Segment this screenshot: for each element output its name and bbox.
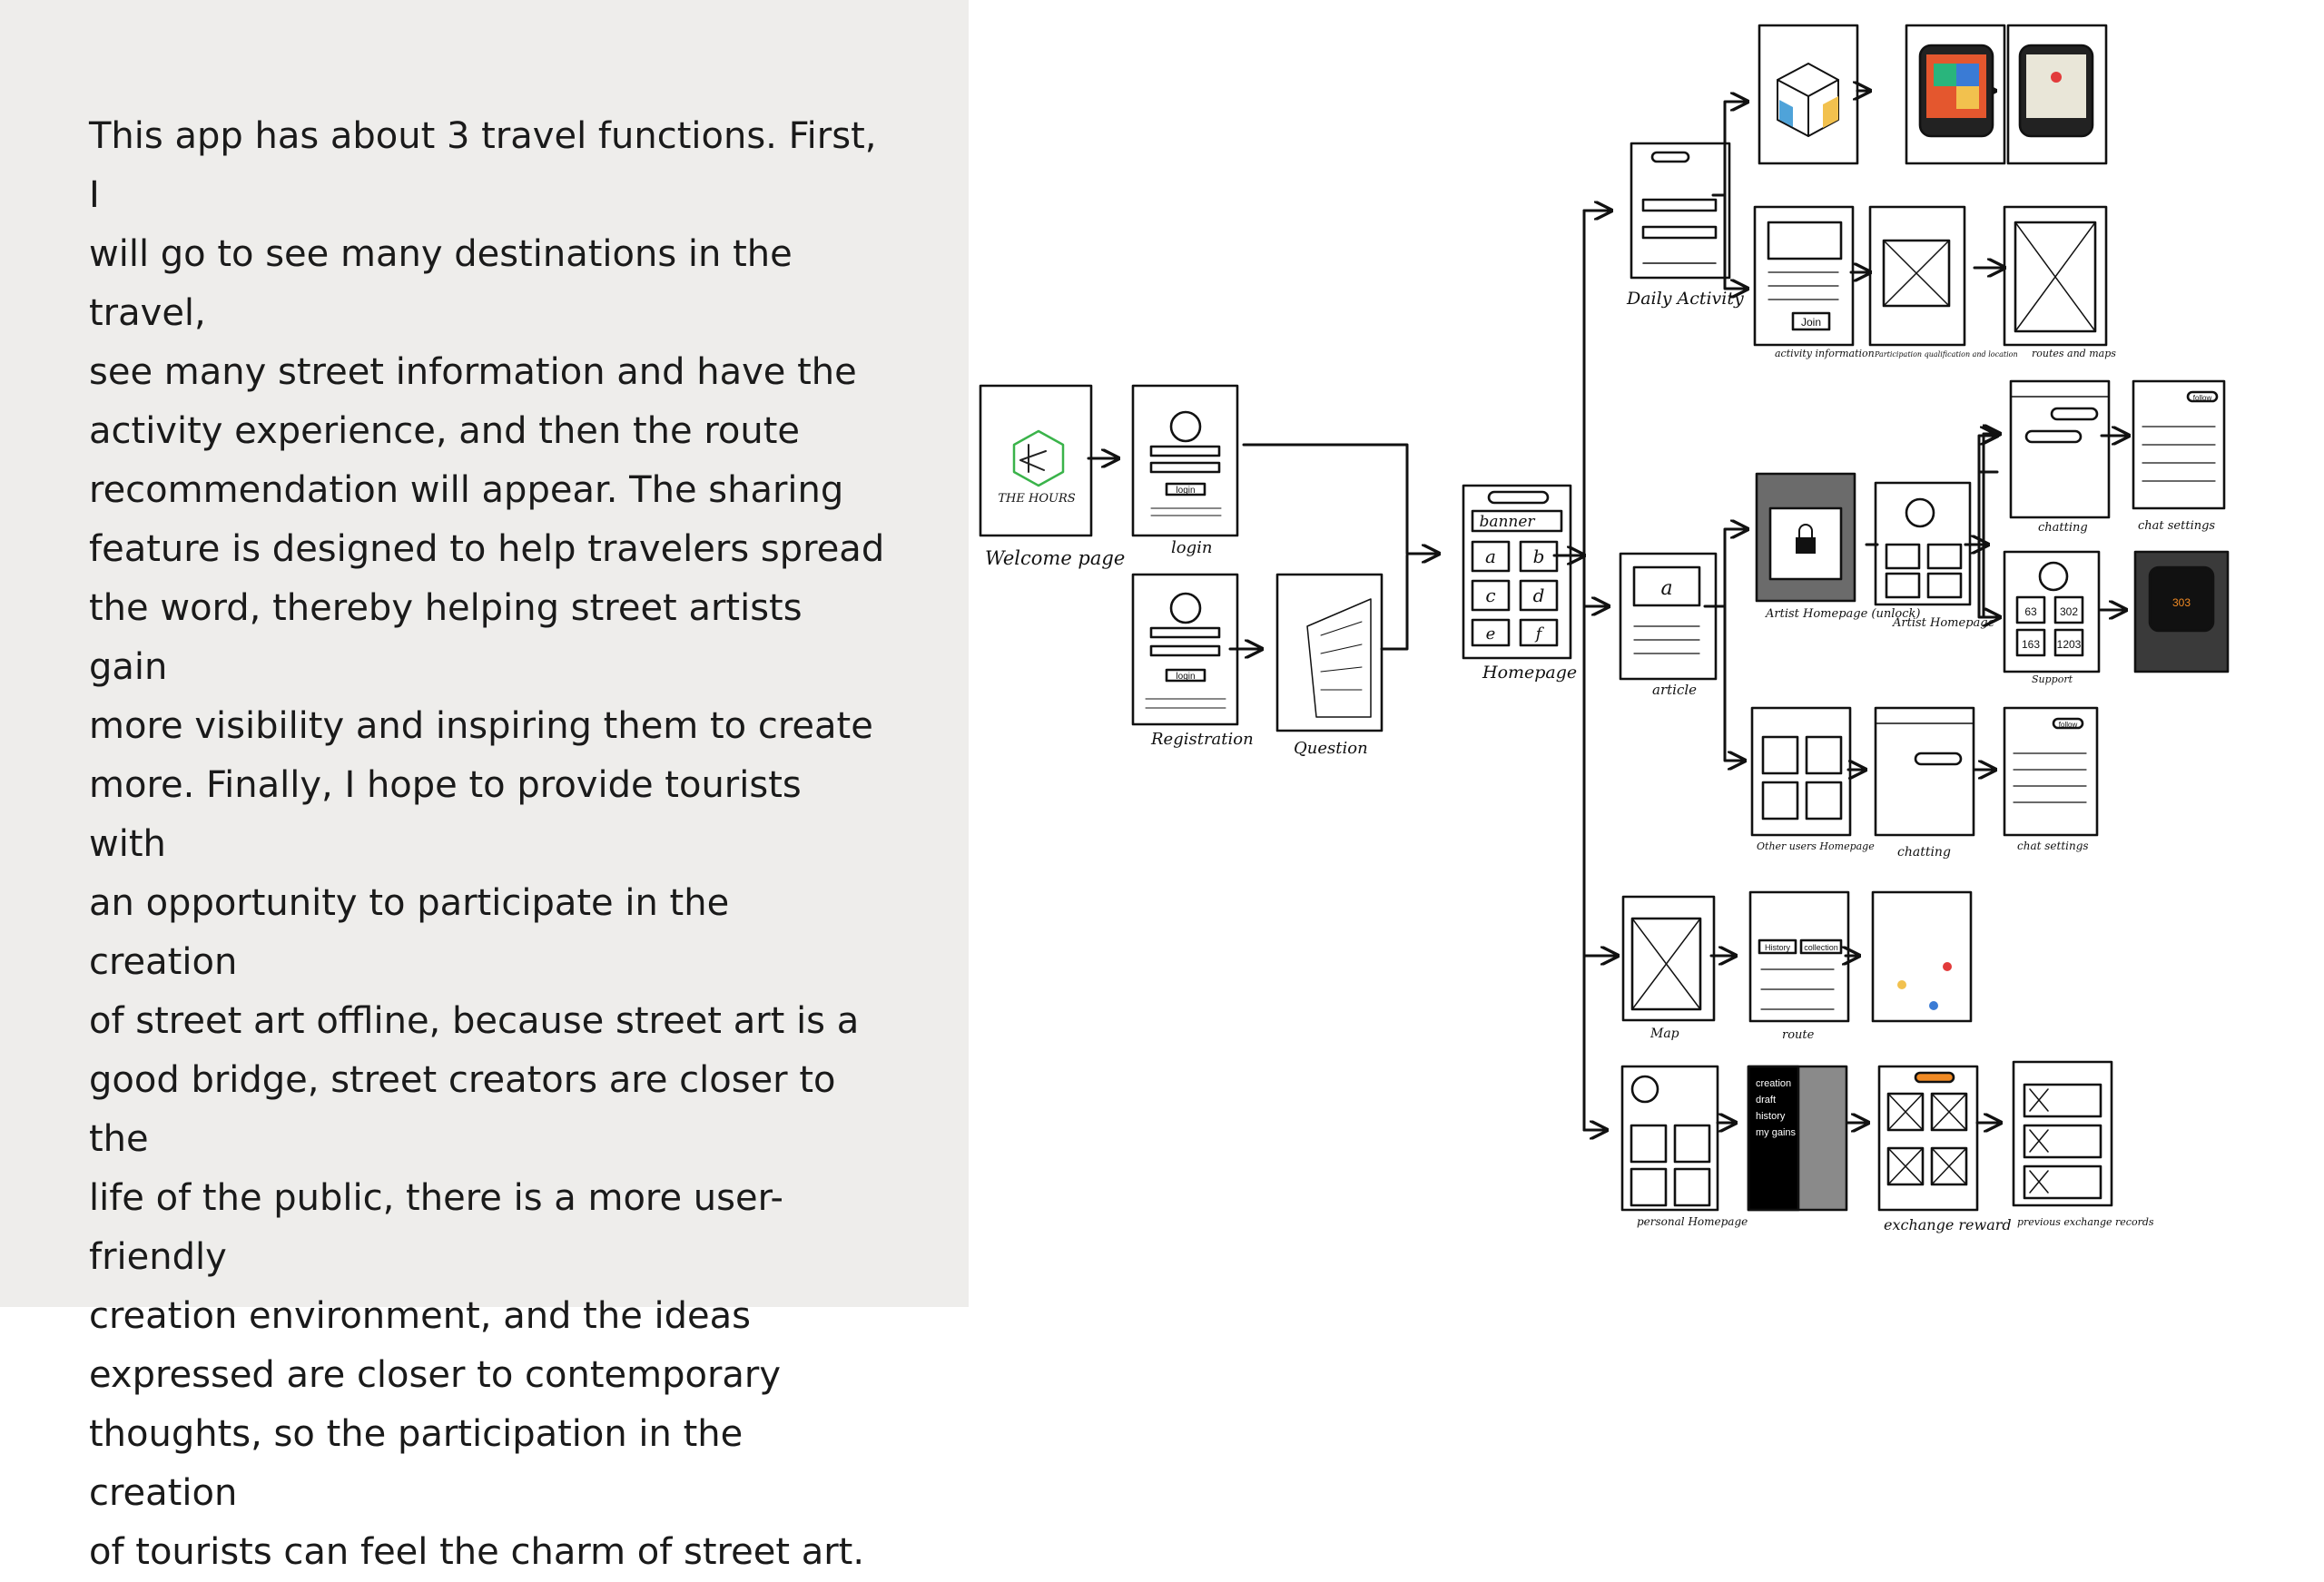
flow-connectors — [1087, 91, 2129, 1130]
screen-login: login login — [1131, 384, 1239, 557]
screen-support-dark: 303 — [2133, 550, 2230, 673]
screen-activity-cube — [1758, 24, 1859, 165]
route-tab-collection: collection — [1804, 943, 1838, 952]
join-button-label: Join — [1801, 316, 1821, 329]
tile-c: c — [1485, 585, 1495, 606]
support-value-1: 63 — [2024, 605, 2037, 618]
intro-paragraph: This app has about 3 travel functions. F… — [89, 115, 885, 1573]
route-label: route — [1782, 1028, 1815, 1042]
homepage-label: Homepage — [1482, 663, 1577, 683]
drawer-item-draft: draft — [1756, 1095, 1776, 1105]
support-value-2: 302 — [2060, 605, 2078, 618]
screen-artist-homepage: Artist Homepage — [1874, 481, 1995, 630]
daily-activity-label: Daily Activity — [1626, 289, 1744, 309]
artist-unlock-label: Artist Homepage (unlock) — [1765, 607, 1920, 621]
screen-route-map — [1871, 890, 1973, 1023]
tile-d: d — [1533, 585, 1545, 606]
route-tab-history: History — [1765, 943, 1791, 952]
chatting-2-label: chatting — [1897, 845, 1951, 860]
support-value-3: 163 — [2022, 638, 2040, 651]
screen-artist-unlock: Artist Homepage (unlock) — [1755, 472, 1920, 621]
screen-chat-settings-1: follow chat settings — [2132, 379, 2226, 533]
article-label: article — [1652, 682, 1697, 698]
screen-article: a article — [1619, 552, 1718, 698]
tile-f: f — [1534, 624, 1545, 644]
map-label: Map — [1649, 1027, 1679, 1041]
screen-registration: login Registration — [1131, 573, 1254, 749]
avatar-icon — [1169, 592, 1202, 624]
screen-drawer: creation draft history my gains — [1747, 1065, 1848, 1212]
registration-button-label: login — [1176, 672, 1195, 682]
screen-activity-map-pin — [2006, 24, 2108, 165]
tile-a: a — [1485, 545, 1496, 567]
chat-settings-2-label: chat settings — [2017, 840, 2089, 852]
lock-icon — [1796, 537, 1816, 554]
avatar-icon — [1630, 1075, 1659, 1104]
screen-chatting-1: chatting — [2009, 379, 2111, 535]
welcome-label: Welcome page — [985, 547, 1125, 569]
svg-text:303: 303 — [2172, 596, 2191, 609]
screen-participation: Participation qualification and location — [1868, 205, 2018, 359]
avatar-icon — [2038, 561, 2069, 592]
registration-label: Registration — [1150, 730, 1254, 749]
avatar-icon — [1905, 497, 1935, 528]
chatting-1-label: chatting — [2038, 521, 2088, 535]
other-users-label: Other users Homepage — [1757, 840, 1875, 852]
follow-button-label: follow — [2193, 394, 2212, 402]
drawer-item-creation: creation — [1756, 1078, 1791, 1089]
article-tile: a — [1660, 577, 1672, 600]
screen-homepage: banner a b c d e f Homepage — [1462, 484, 1577, 683]
support-label: Support — [2032, 673, 2073, 685]
homepage-tiles: a b c d e f — [1471, 540, 1559, 647]
homepage-banner: banner — [1479, 513, 1535, 531]
left-panel: This app has about 3 travel functions. F… — [0, 0, 969, 1573]
screen-welcome: THE HOURS Welcome page — [979, 384, 1125, 569]
exchange-reward-label: exchange reward — [1884, 1216, 2012, 1233]
avatar-icon — [1169, 410, 1202, 443]
welcome-brand-text: THE HOURS — [998, 492, 1075, 506]
screen-chat-settings-2: follow chat settings — [2003, 706, 2099, 852]
drawer-item-my-gains: my gains — [1756, 1127, 1797, 1138]
artist-homepage-label: Artist Homepage — [1892, 616, 1995, 630]
drawer-item-history: history — [1756, 1111, 1786, 1122]
screen-personal-homepage: personal Homepage — [1620, 1065, 1748, 1228]
screen-other-users: Other users Homepage — [1750, 706, 1875, 852]
login-label: login — [1171, 538, 1212, 557]
participation-label: Participation qualification and location — [1874, 350, 2018, 359]
tile-e: e — [1486, 624, 1496, 644]
screen-daily-activity: Daily Activity — [1626, 142, 1744, 309]
support-value-4: 1203 — [2057, 638, 2082, 651]
chat-settings-1-label: chat settings — [2138, 519, 2215, 533]
screen-previous-exchange: previous exchange records — [2012, 1060, 2154, 1228]
screen-exchange-reward: exchange reward — [1877, 1065, 2012, 1233]
user-flow-diagram: THE HOURS Welcome page login login login — [979, 24, 2230, 1233]
question-label: Question — [1294, 739, 1368, 758]
screen-question: Question — [1275, 573, 1384, 758]
screen-map: Map — [1621, 895, 1716, 1041]
personal-homepage-label: personal Homepage — [1637, 1215, 1748, 1228]
follow-button-label-2: follow — [2059, 721, 2078, 729]
previous-exchange-label: previous exchange records — [2017, 1216, 2154, 1228]
brand-logo-icon — [1012, 429, 1065, 487]
map-pin-icon — [2051, 72, 2062, 83]
screen-activity-information: Join activity information — [1753, 205, 1875, 359]
screen-activity-colorful — [1905, 24, 2006, 165]
activity-information-label: activity information — [1775, 348, 1875, 359]
tile-b: b — [1533, 545, 1545, 567]
screen-routes-maps: routes and maps — [2003, 205, 2116, 359]
screen-chatting-2: chatting — [1874, 706, 1975, 860]
screen-support: 63 302 163 1203 Support — [2003, 550, 2101, 685]
routes-maps-label: routes and maps — [2032, 348, 2116, 359]
screen-route: History collection route — [1748, 890, 1850, 1042]
login-button-label: login — [1176, 486, 1195, 496]
